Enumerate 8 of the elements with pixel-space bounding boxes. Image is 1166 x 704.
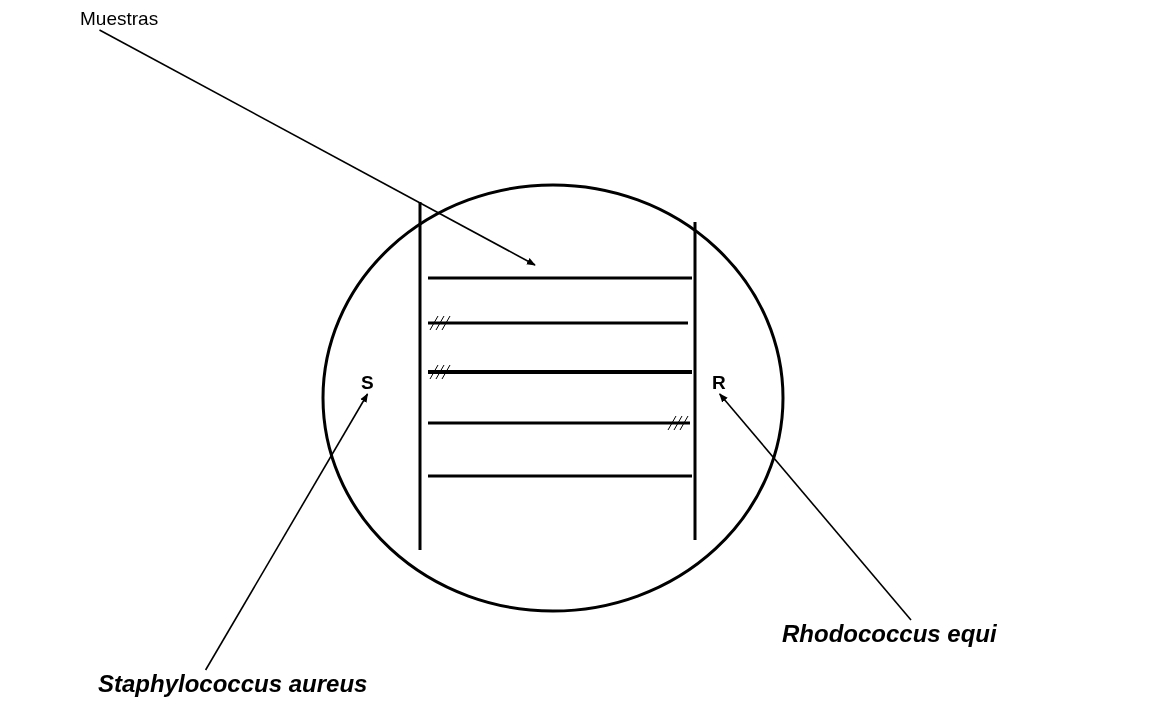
streak-label: R xyxy=(712,372,726,394)
arrow xyxy=(718,393,912,621)
species-label: Rhodococcus equi xyxy=(782,620,997,648)
arrow xyxy=(204,393,369,671)
sample-label: Muestras xyxy=(80,8,159,30)
leader-line xyxy=(98,29,536,266)
streak-label: S xyxy=(361,372,374,394)
species-label: Staphylococcus aureus xyxy=(98,670,368,698)
